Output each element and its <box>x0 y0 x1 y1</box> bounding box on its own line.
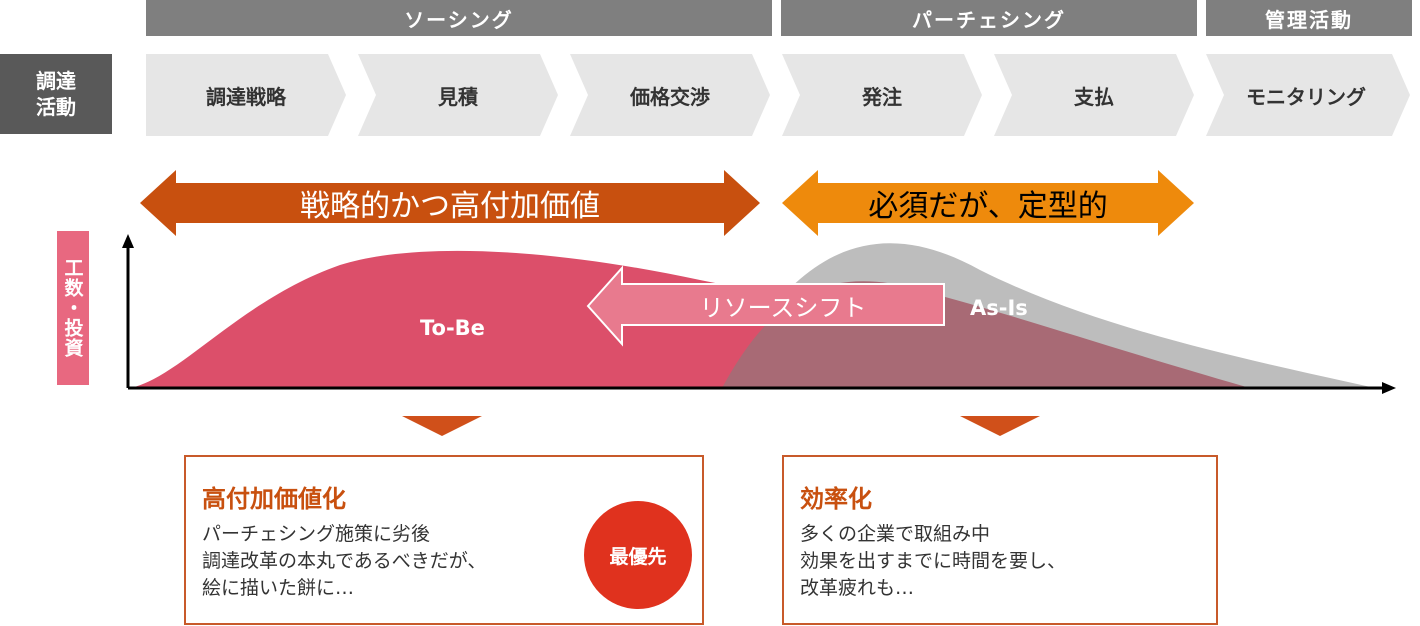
card-efficiency-line: 多くの企業で取組み中 <box>800 523 991 545</box>
step-chevron-order <box>782 54 982 136</box>
card-efficiency: 効率化 多くの企業で取組み中 効果を出すまでに時間を要し、 改革疲れも… <box>782 455 1218 625</box>
row-label-procurement: 調達 活動 <box>0 54 112 134</box>
down-triangle-right <box>960 416 1040 436</box>
card-high-value-line: パーチェシング施策に劣後 <box>202 523 431 545</box>
resource-shift-label: リソースシフト <box>699 293 867 322</box>
step-chevron-monitoring <box>1206 54 1410 136</box>
card-efficiency-body: 多くの企業で取組み中 効果を出すまでに時間を要し、 改革疲れも… <box>800 521 1066 602</box>
y-axis-label: 工数・投資 <box>57 231 89 385</box>
step-label-quotation: 見積 <box>438 84 478 109</box>
step-chevron-quotation <box>358 54 558 136</box>
down-triangle-left <box>402 416 482 436</box>
card-high-value-body: パーチェシング施策に劣後 調達改革の本丸であるべきだが、 絵に描いた餅に… <box>202 521 486 602</box>
phase-sourcing: ソーシング <box>146 0 772 36</box>
phase-management: 管理活動 <box>1206 0 1412 36</box>
row-label-line-1: 調達 <box>36 69 76 93</box>
step-chevron-negotiation <box>570 54 770 136</box>
row-label-line-2: 活動 <box>36 95 76 119</box>
card-efficiency-title: 効率化 <box>800 485 872 513</box>
step-label-strategy: 調達戦略 <box>206 84 286 109</box>
resource-shift-arrow <box>586 265 945 347</box>
step-chevron-strategy <box>146 54 346 136</box>
phase-purchasing: パーチェシング <box>781 0 1197 36</box>
top-priority-badge: 最優先 <box>584 501 692 609</box>
to-be-label: To-Be <box>420 316 485 340</box>
card-efficiency-line: 効果を出すまでに時間を要し、 <box>800 550 1067 572</box>
routine-arrow-label: 必須だが、定型的 <box>868 189 1108 224</box>
strategic-double-arrow <box>140 170 760 236</box>
card-high-value-title: 高付加価値化 <box>202 485 346 513</box>
card-high-value: 高付加価値化 パーチェシング施策に劣後 調達改革の本丸であるべきだが、 絵に描い… <box>184 455 704 625</box>
step-label-order: 発注 <box>862 84 902 109</box>
step-label-monitoring: モニタリング <box>1246 84 1366 109</box>
y-axis-arrowhead <box>122 234 134 248</box>
step-label-payment: 支払 <box>1074 84 1114 109</box>
step-chevron-payment <box>994 54 1194 136</box>
routine-double-arrow <box>782 170 1194 236</box>
as-is-label: As-Is <box>970 296 1028 320</box>
card-efficiency-line: 改革疲れも… <box>800 577 915 599</box>
step-label-negotiation: 価格交渉 <box>630 84 710 109</box>
strategic-arrow-label: 戦略的かつ高付加価値 <box>300 189 600 224</box>
card-high-value-line: 調達改革の本丸であるべきだが、 <box>202 550 487 572</box>
x-axis-arrowhead <box>1382 382 1396 394</box>
card-high-value-line: 絵に描いた餅に… <box>202 577 355 599</box>
